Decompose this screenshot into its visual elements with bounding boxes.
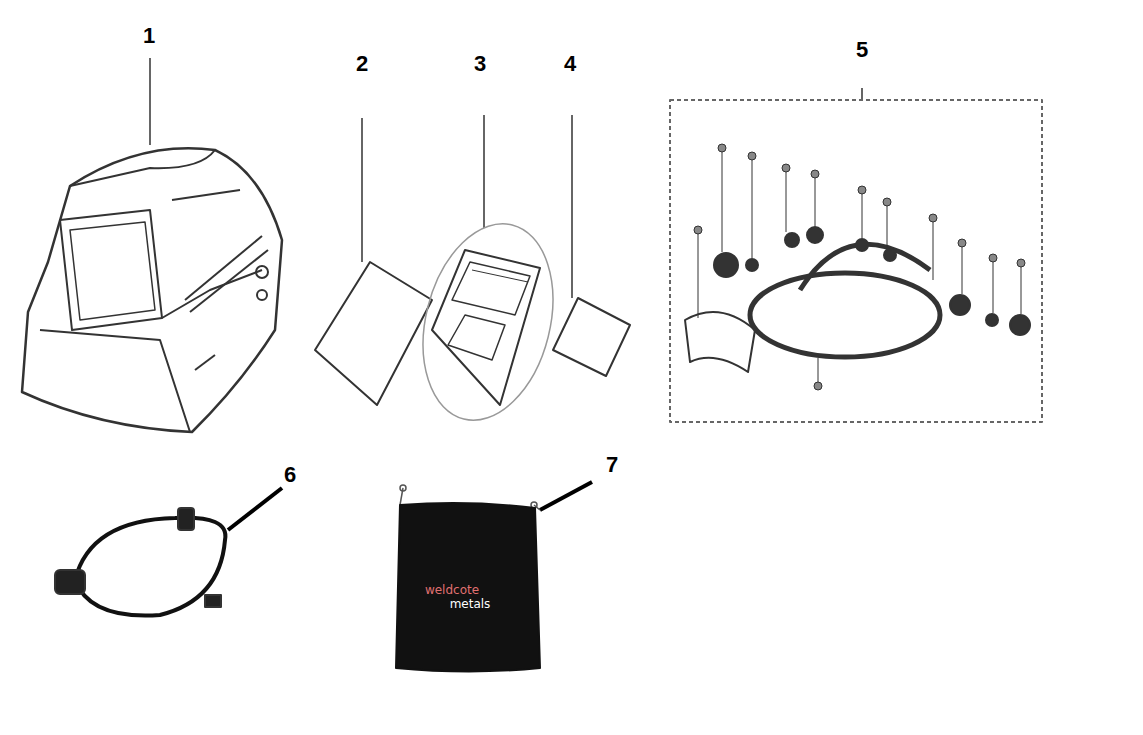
logo-text: metals [450, 598, 491, 610]
logo-text: weldcote [425, 584, 479, 596]
callout-number: 5 [856, 39, 868, 61]
callout-number: 3 [474, 53, 486, 75]
callout-number: 1 [143, 25, 155, 47]
callout-number: 6 [284, 464, 296, 486]
callout-number: 7 [606, 454, 618, 476]
callout-number: 2 [356, 53, 368, 75]
callout-number: 4 [564, 53, 576, 75]
